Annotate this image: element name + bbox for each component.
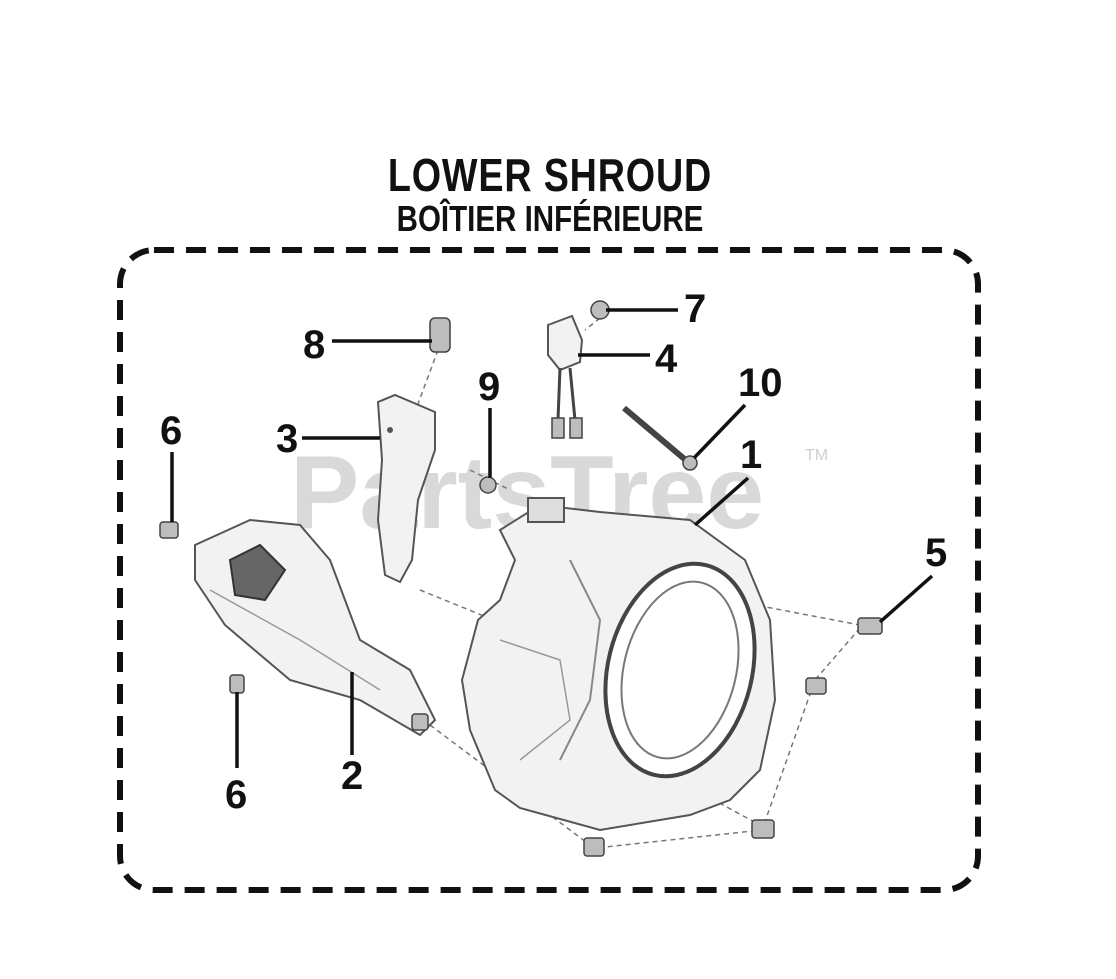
part-10-bolt <box>622 405 698 471</box>
callout-3: 3 <box>276 417 298 461</box>
part-2-air-guide <box>194 518 437 737</box>
part-8-connector <box>429 317 451 353</box>
callout-5: 5 <box>925 531 947 575</box>
part-1-blower-housing <box>460 497 777 832</box>
part-4-switch <box>547 314 584 439</box>
callout-1: 1 <box>740 433 762 477</box>
callout-10: 10 <box>738 361 783 405</box>
part-5-nuts <box>583 617 883 857</box>
part-6-screw-upper <box>159 521 179 539</box>
callout-8: 8 <box>303 323 325 367</box>
callout-7: 7 <box>684 287 706 331</box>
callout-6-upper: 6 <box>160 409 182 453</box>
watermark-trademark: TM <box>805 447 828 464</box>
dashed-frame <box>117 247 981 893</box>
part-9-screw <box>479 476 497 494</box>
callout-2: 2 <box>341 754 363 798</box>
callout-9: 9 <box>478 365 500 409</box>
leader-lines <box>170 308 934 768</box>
diagram-subtitle: BOÎTIER INFÉRIEURE <box>396 198 704 239</box>
part-2-screw <box>411 713 429 731</box>
part-6-screw-lower <box>229 674 245 694</box>
callout-4: 4 <box>655 337 678 381</box>
callout-6-lower: 6 <box>225 773 247 817</box>
diagram-title: LOWER SHROUD <box>387 149 713 201</box>
part-3-bracket-plate <box>376 393 436 584</box>
